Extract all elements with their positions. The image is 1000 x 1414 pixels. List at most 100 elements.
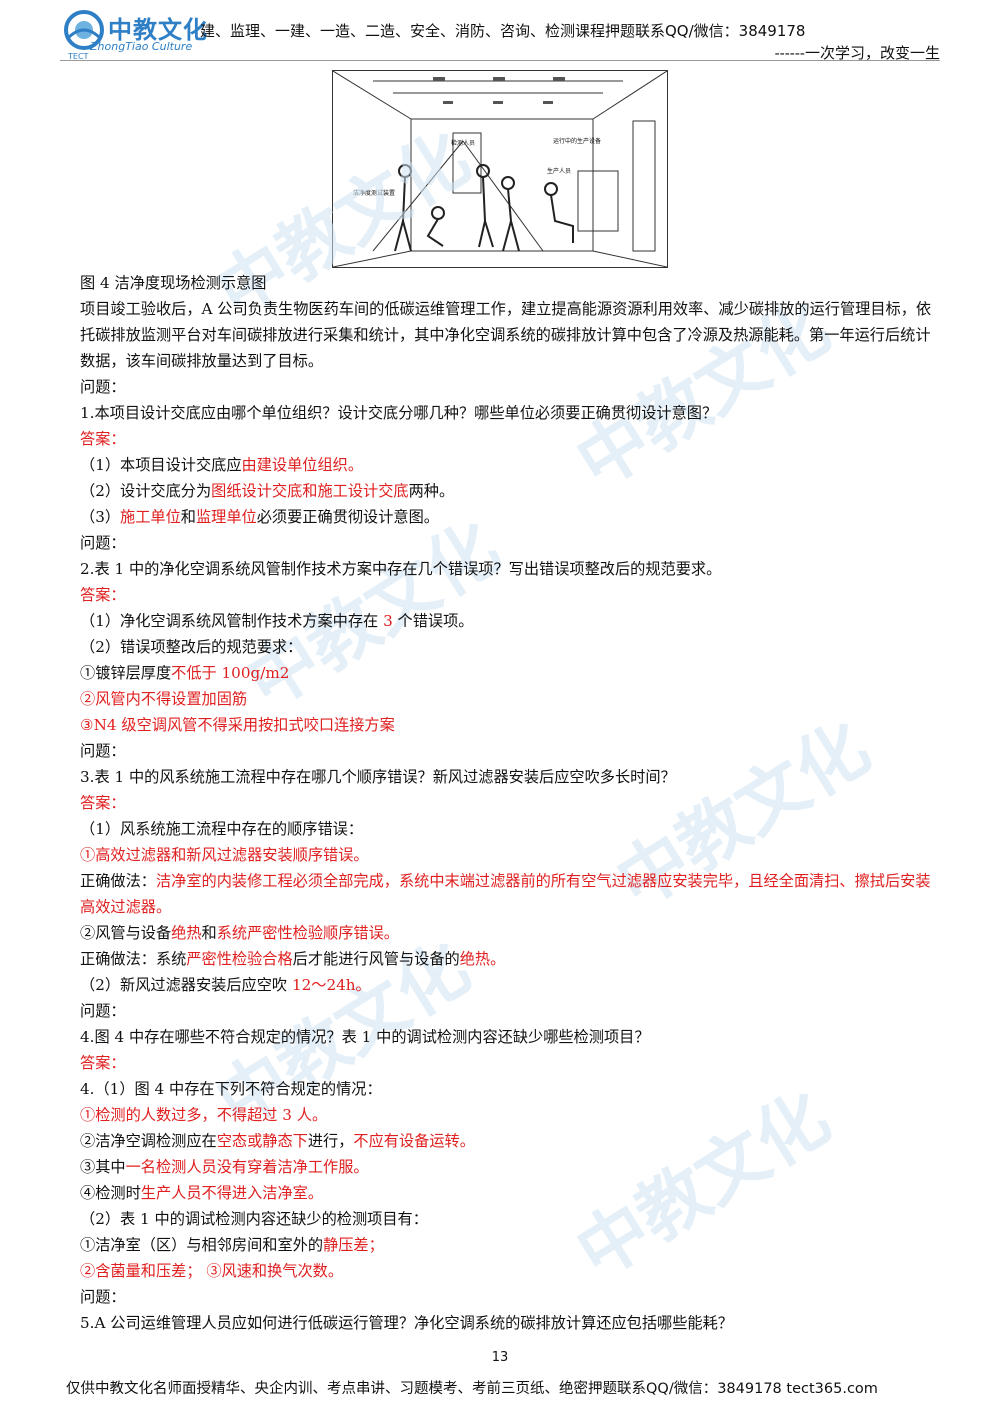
text-line: （2）表 1 中的调试检测内容还缺少的检测项目有： [80,1206,940,1232]
answer-text: 绝热。 [459,950,506,968]
answer-text: 静压差； [323,1236,384,1254]
logo-subtitle: ZhongTiao Culture [90,40,193,53]
answer-text: 严密性检验合格 [186,950,293,968]
header-contact: 建、监理、一建、一造、二造、安全、消防、咨询、检测课程押题联系QQ/微信：384… [200,22,806,40]
text-line: 正确做法：系统严密性检验合格后才能进行风管与设备的绝热。 [80,946,940,972]
answer-text: 答案： [80,794,126,812]
body-text: 问题： [80,1002,126,1020]
text-line: 答案： [80,790,940,816]
body-text: （2）错误项整改后的规范要求： [80,638,303,656]
body-text: ②风管与设备 [80,924,172,942]
body-text: 3.表 1 中的风系统施工流程中存在哪几个顺序错误？新风过滤器安装后应空吹多长时… [80,768,676,786]
text-line: ②风管内不得设置加固筋 [80,686,940,712]
answer-text: ②风管内不得设置加固筋 [80,690,248,708]
answer-text: 系统严密性检验顺序错误。 [216,924,399,942]
answer-text: 答案： [80,430,126,448]
body-text: 个错误项。 [392,612,474,630]
text-line: 答案： [80,426,940,452]
text-line: ②含菌量和压差； ③风速和换气次数。 [80,1258,940,1284]
page-header: 中教文化 ZhongTiao Culture TECT 建、监理、一建、一造、二… [60,8,940,62]
text-line: （2）错误项整改后的规范要求： [80,634,940,660]
text-line: 问题： [80,998,940,1024]
answer-text: 绝热 [171,924,202,942]
answer-text: 不应有设备运转。 [353,1132,475,1150]
text-line: 问题： [80,1284,940,1310]
text-line: 正确做法：洁净室的内装修工程必须全部完成，系统中末端过滤器前的所有空气过滤器应安… [80,868,940,920]
text-line: ④检测时生产人员不得进入洁净室。 [80,1180,940,1206]
body-text: 1.本项目设计交底应由哪个单位组织？设计交底分哪几种？哪些单位必须要正确贯彻设计… [80,404,718,422]
text-line: 答案： [80,1050,940,1076]
body-text: 项目竣工验收后，A 公司负责生物医药车间的低碳运维管理工作，建立提高能源资源利用… [80,300,932,370]
text-line: ①洁净室（区）与相邻房间和室外的静压差； [80,1232,940,1258]
body-text: （1）本项目设计交底应 [80,456,242,474]
label-test-device: 洁净度测试装置 [353,189,395,197]
text-line: ③N4 级空调风管不得采用按扣式咬口连接方案 [80,712,940,738]
text-line: 4.图 4 中存在哪些不符合规定的情况？表 1 中的调试检测内容还缺少哪些检测项… [80,1024,940,1050]
body-text: ③其中 [80,1158,126,1176]
body-text: （2）设计交底分为 [80,482,212,500]
text-line: ①高效过滤器和新风过滤器安装顺序错误。 [80,842,940,868]
body-text: 4.图 4 中存在哪些不符合规定的情况？表 1 中的调试检测内容还缺少哪些检测项… [80,1028,650,1046]
text-line: 1.本项目设计交底应由哪个单位组织？设计交底分哪几种？哪些单位必须要正确贯彻设计… [80,400,940,426]
text-line: （3）施工单位和监理单位必须要正确贯彻设计意图。 [80,504,940,530]
text-line: ②风管与设备绝热和系统严密性检验顺序错误。 [80,920,940,946]
text-line: ③其中一名检测人员没有穿着洁净工作服。 [80,1154,940,1180]
logo-text: 中教文化 [108,16,208,44]
answer-text: 图纸设计交底和施工设计交底 [211,482,409,500]
page-footer: 仅供中教文化名师面授精华、央企内训、考点串讲、习题模考、考前三页纸、绝密押题联系… [66,1381,878,1397]
body-text: ①洁净室（区）与相邻房间和室外的 [80,1236,323,1254]
body-text: 问题： [80,534,126,552]
answer-text: ②含菌量和压差； ③风速和换气次数。 [80,1262,344,1280]
text-line: 问题： [80,374,940,400]
text-line: 2.表 1 中的净化空调系统风管制作技术方案中存在几个错误项？写出错误项整改后的… [80,556,940,582]
answer-text: 监理单位 [195,508,257,526]
text-line: （2）新风过滤器安装后应空吹 12～24h。 [80,972,940,998]
body-text: （2）表 1 中的调试检测内容还缺少的检测项目有： [80,1210,428,1228]
header-divider [60,60,940,61]
answer-text: 空态或静态下 [216,1132,308,1150]
body-text: 问题： [80,1288,126,1306]
answer-text: ①检测的人数过多，不得超过 3 人。 [80,1106,328,1124]
body-text: 两种。 [408,482,455,500]
answer-text: 由建设单位组织。 [241,456,364,474]
text-line: （1）风系统施工流程中存在的顺序错误： [80,816,940,842]
text-line: （1）净化空调系统风管制作技术方案中存在 3 个错误项。 [80,608,940,634]
body-text: 正确做法： [80,872,156,890]
text-line: （1）本项目设计交底应由建设单位组织。 [80,452,940,478]
answer-text: 洁净室的内装修工程必须全部完成，系统中末端过滤器前的所有空气过滤器应安装完毕，且… [80,872,931,916]
label-running-device: 运行中的生产设备 [553,137,601,145]
text-line: 项目竣工验收后，A 公司负责生物医药车间的低碳运维管理工作，建立提高能源资源利用… [80,296,940,374]
document-body: 图 4 洁净度现场检测示意图 项目竣工验收后，A 公司负责生物医药车间的低碳运维… [80,270,940,1336]
text-line: 答案： [80,582,940,608]
body-text: （2）新风过滤器安装后应空吹 [80,976,292,994]
body-text: ①镀锌层厚度 [80,664,172,682]
header-slogan: ------一次学习，改变一生 [774,44,940,62]
answer-text: ①高效过滤器和新风过滤器安装顺序错误。 [80,846,369,864]
answer-text: 12～24h。 [291,976,371,994]
text-line: ②洁净空调检测应在空态或静态下进行，不应有设备运转。 [80,1128,940,1154]
text-line: 5.A 公司运维管理人员应如何进行低碳运行管理？净化空调系统的碳排放计算还应包括… [80,1310,940,1336]
body-text: 必须要正确贯彻设计意图。 [256,508,439,526]
logo: 中教文化 ZhongTiao Culture TECT [60,8,210,61]
answer-text: ③N4 级空调风管不得采用按扣式咬口连接方案 [80,716,395,734]
text-line: ①镀锌层厚度不低于 100g/m2 [80,660,940,686]
text-line: 问题： [80,530,940,556]
page-number: 13 [491,1350,509,1365]
answer-text: 一名检测人员没有穿着洁净工作服。 [125,1158,369,1176]
figure-cleanroom-illustration: 检测人员 运行中的生产设备 生产人员 洁净度测试装置 [332,70,668,268]
text-line: 4.（1）图 4 中存在下列不符合规定的情况： [80,1076,940,1102]
logo-globe-icon [64,10,104,50]
text-line: 问题： [80,738,940,764]
body-text: 问题： [80,378,126,396]
text-line: 图 4 洁净度现场检测示意图 [80,270,940,296]
logo-tag: TECT [68,52,89,61]
label-production-worker: 生产人员 [547,167,571,175]
body-text: 图 4 洁净度现场检测示意图 [80,274,267,292]
answer-text: 施工单位 [120,508,181,526]
text-line: 3.表 1 中的风系统施工流程中存在哪几个顺序错误？新风过滤器安装后应空吹多长时… [80,764,940,790]
text-line: （2）设计交底分为图纸设计交底和施工设计交底两种。 [80,478,940,504]
body-text: 2.表 1 中的净化空调系统风管制作技术方案中存在几个错误项？写出错误项整改后的… [80,560,722,578]
answer-text: 答案： [80,1054,126,1072]
body-text: 5.A 公司运维管理人员应如何进行低碳运行管理？净化空调系统的碳排放计算还应包括… [80,1314,733,1332]
people-figures [394,164,574,252]
